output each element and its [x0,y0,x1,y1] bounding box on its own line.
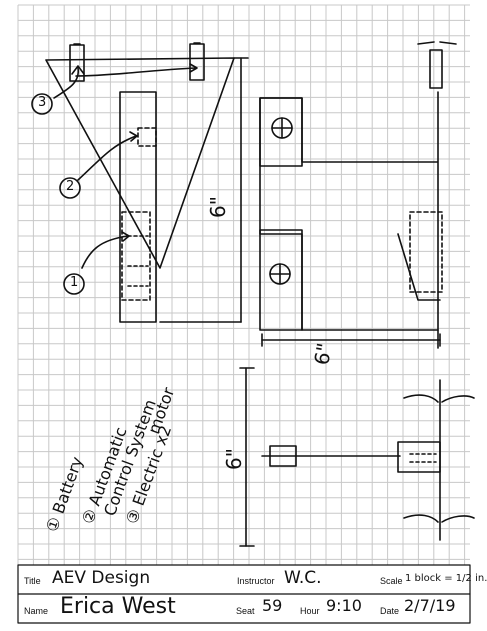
seat-label: Seat [236,606,255,616]
callout-circle-3 [31,93,53,115]
hour-label: Hour [300,606,320,616]
scale-value: 1 block = 1/2 in. [405,573,487,584]
callout-circle-2 [59,177,81,199]
graph-paper-grid [17,4,470,565]
center-beam [119,91,157,323]
top-motor [429,49,443,89]
hour-value: 9:10 [326,596,362,615]
callout-3: 3 [38,95,47,110]
callout-2: 2 [66,179,75,194]
front-block-left [269,445,297,467]
seat-value: 59 [262,596,283,615]
front-motor-block [397,441,441,473]
date-label: Date [380,606,400,616]
leader-2 [77,135,137,181]
title-label: Title [24,576,41,586]
aev-sketch [17,41,475,624]
instructor-value: W.C. [284,568,322,588]
drawing-sheet: 3 2 1 6" 6" 6" ① Battery ② Automatic Con… [17,4,487,624]
battery-outline [121,211,151,301]
side-battery-outline [409,211,443,293]
name-value: Erica West [60,594,176,619]
propeller-front-bottom [403,514,475,523]
instructor-label: Instructor [237,576,275,586]
leader-1 [81,235,129,269]
top-view [31,42,249,323]
motor-block-right [189,43,205,81]
motor-block-left [69,44,85,82]
front-view [239,367,475,547]
propeller-top [417,41,457,45]
top-view-triangle-frame [45,57,235,269]
control-system-outline [137,127,157,147]
propeller-front-top [403,394,475,403]
dimension-label-horizontal: 6" [309,341,337,367]
dimension-label-front: 6" [222,448,246,470]
name-label: Name [24,606,49,616]
scale-label: Scale [380,576,403,586]
callout-circle-1 [63,273,85,295]
dimension-label-vertical: 6" [206,196,230,218]
title-value: AEV Design [52,568,151,588]
title-block-frame [17,564,471,624]
date-value: 2/7/19 [404,596,456,615]
callout-1: 1 [70,275,79,290]
leader-3 [53,67,79,99]
side-view [259,41,457,349]
